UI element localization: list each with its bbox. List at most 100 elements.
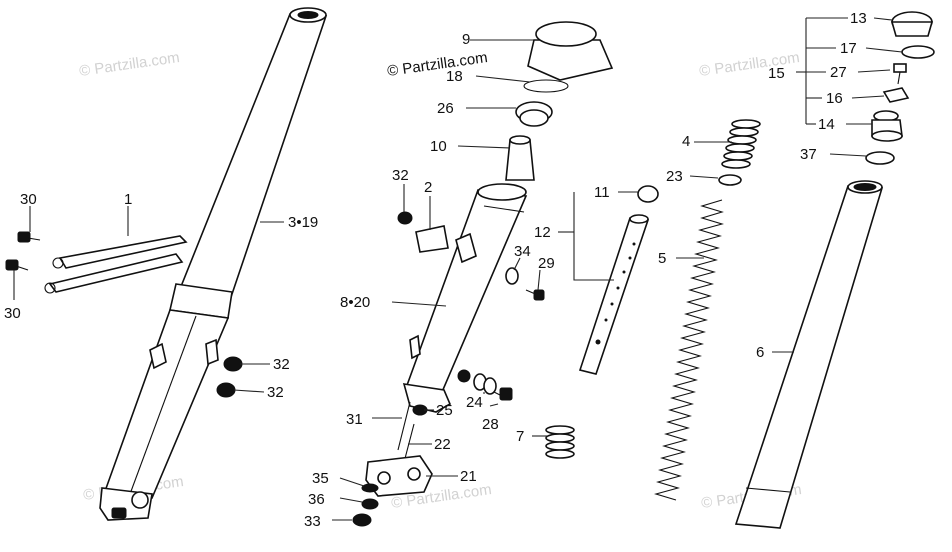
- bottom-case-lower-boss: [409, 334, 421, 360]
- o-ring-37-drawing: [865, 151, 895, 165]
- callout-16: 16: [826, 90, 843, 107]
- spring-assembly: [545, 119, 761, 501]
- callout-35: 35: [312, 470, 329, 487]
- callout-29: 29: [538, 255, 555, 272]
- bolt-30-upper: [17, 231, 41, 243]
- callout-25: 25: [436, 402, 453, 419]
- clamp-drawing: [415, 225, 449, 253]
- axle-holder-hole-b: [407, 467, 421, 481]
- piston-holes: [595, 242, 636, 345]
- slider-boss-drawing: [149, 342, 167, 370]
- callout-23: 23: [666, 168, 683, 185]
- washer-24b-drawing: [483, 377, 497, 395]
- callouts: 1 30 30 3•19 32 32 9 18 26 10 32 2 8•20 …: [4, 10, 867, 530]
- bottom-case-mouth: [477, 183, 527, 201]
- axle-holder-hole: [377, 471, 391, 485]
- lug-nut-drawing: [111, 507, 127, 519]
- fork-slider-drawing: [102, 309, 230, 499]
- short-spring-drawing: [721, 119, 761, 169]
- nut-33-drawing: [352, 513, 372, 527]
- washer-34-drawing: [505, 267, 519, 285]
- watermark-top-right: © Partzilla.com: [698, 49, 800, 80]
- oil-seal-inner: [519, 109, 549, 127]
- fork-cap-body: [890, 21, 934, 37]
- callout-32-center: 32: [392, 167, 409, 184]
- cable-guide-drawing: [58, 235, 188, 269]
- bottom-case-nut: [457, 369, 471, 383]
- callout-32-left-upper: 32: [273, 356, 290, 373]
- axle-holder-drawing: [365, 455, 433, 497]
- callout-18: 18: [446, 68, 463, 85]
- callout-11: 11: [594, 184, 610, 201]
- callout-28: 28: [482, 416, 499, 433]
- callout-4: 4: [682, 133, 690, 150]
- bolt-27-drawing: [893, 63, 907, 85]
- callout-13: 13: [850, 10, 867, 27]
- callout-24: 24: [466, 394, 483, 411]
- bottom-case-boss: [455, 232, 477, 264]
- callout-30-lower: 30: [4, 305, 21, 322]
- callout-14: 14: [818, 116, 835, 133]
- washer-35-drawing: [361, 483, 379, 493]
- bolt-30-lower: [5, 259, 29, 271]
- spring-collar-drawing: [718, 174, 742, 186]
- callout-31: 31: [346, 411, 363, 428]
- callout-8-20: 8•20: [340, 294, 370, 311]
- callout-34: 34: [514, 243, 531, 260]
- callout-9: 9: [462, 31, 470, 48]
- callout-17: 17: [840, 40, 857, 57]
- fork-bolt-14-base: [871, 130, 903, 142]
- callout-27: 27: [830, 64, 847, 81]
- washer-36-drawing: [361, 498, 379, 510]
- callout-21: 21: [460, 468, 477, 485]
- nut-32-lower-drawing: [216, 382, 236, 398]
- fork-pipe-top-hole: [297, 11, 319, 19]
- callout-7: 7: [516, 428, 524, 445]
- bolt-29-drawing: [525, 289, 545, 301]
- brand-label: © Partzilla.com: [386, 49, 488, 80]
- bolt-28-drawing: [493, 387, 513, 401]
- callout-22: 22: [434, 436, 451, 453]
- cable-guide-lower-drawing: [48, 253, 184, 293]
- callout-1: 1: [124, 191, 132, 208]
- long-spring-drawing: [654, 199, 724, 501]
- fork-pipe-drawing: [176, 13, 328, 301]
- callout-5: 5: [658, 250, 666, 267]
- callout-2: 2: [424, 179, 432, 196]
- fork-pipe-6-band: [745, 487, 791, 493]
- guide-eye-drawing: [52, 257, 64, 269]
- bottom-case-drawing: [404, 189, 528, 393]
- guide-bush-drawing: [505, 139, 535, 181]
- rebound-spring-drawing: [545, 425, 575, 459]
- piston-ring-drawing: [637, 185, 659, 203]
- leader-lines: [13, 17, 903, 521]
- bottom-case-axle-lug: [402, 383, 452, 413]
- nut-32-center-drawing: [397, 211, 413, 225]
- callout-33: 33: [304, 513, 321, 530]
- bottom-case-rib: [483, 205, 525, 213]
- callout-32-left-lower: 32: [267, 384, 284, 401]
- callout-10: 10: [430, 138, 447, 155]
- fork-pipe-6-hole: [853, 183, 877, 191]
- watermark-top-left: © Partzilla.com: [78, 49, 180, 80]
- callout-6: 6: [756, 344, 764, 361]
- washer-16-drawing: [882, 87, 910, 103]
- axle-hole-drawing: [131, 491, 149, 509]
- fork-cap-assembly: [734, 11, 935, 529]
- fork-leg-assembly: [5, 7, 328, 521]
- fork-piston-top: [629, 214, 649, 224]
- callout-12: 12: [534, 224, 551, 241]
- slider-line: [129, 315, 197, 495]
- callout-26: 26: [437, 100, 454, 117]
- stopper-ring-drawing: [523, 79, 569, 93]
- fork-bottom-case-assembly: [352, 21, 614, 527]
- guide-bush-top: [509, 135, 531, 145]
- callout-30-upper: 30: [20, 191, 37, 208]
- fork-top-cover-rim: [535, 21, 597, 47]
- slider-boss-lower-drawing: [205, 338, 219, 366]
- stud-31-drawing: [397, 401, 411, 451]
- callout-3-19: 3•19: [288, 214, 318, 231]
- fork-piston-drawing: [578, 217, 650, 375]
- guide-eye-lower-drawing: [44, 282, 56, 294]
